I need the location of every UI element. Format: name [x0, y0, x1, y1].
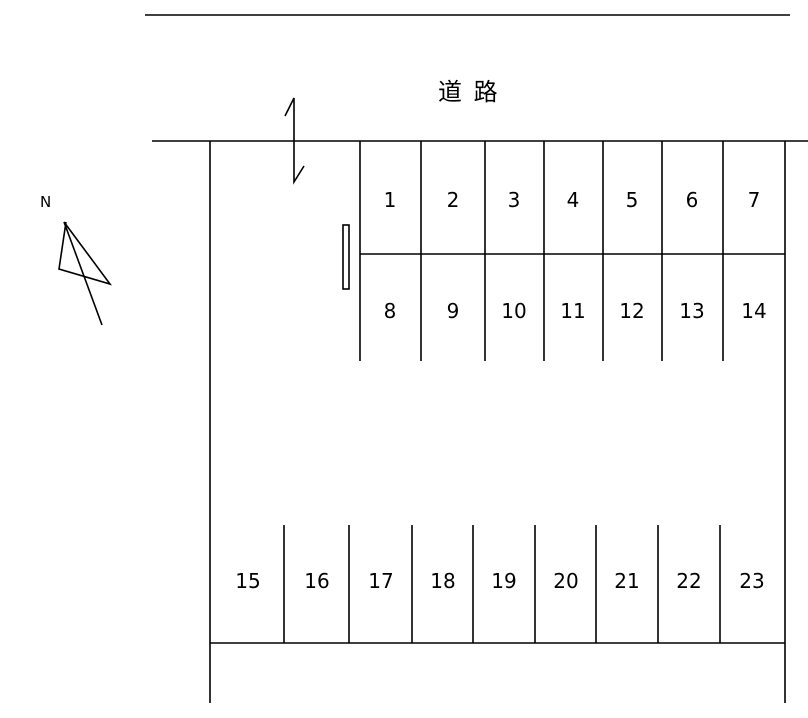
space-label: 17 [368, 569, 393, 593]
space-label: 9 [447, 299, 460, 323]
space-label: 4 [567, 188, 580, 212]
north-label: N [40, 193, 51, 211]
space-label: 16 [304, 569, 329, 593]
space-label: 18 [430, 569, 455, 593]
space-label: 10 [501, 299, 526, 323]
parking-block-top: 1 2 3 4 5 6 7 8 9 10 11 12 13 14 [359, 141, 785, 361]
space-label: 15 [235, 569, 260, 593]
road-label: 道 路 [438, 78, 500, 106]
space-label: 11 [560, 299, 585, 323]
space-label: 6 [686, 188, 699, 212]
parking-block-bottom: 15 16 17 18 19 20 21 22 23 [210, 525, 785, 644]
space-label: 13 [679, 299, 704, 323]
space-label: 5 [626, 188, 639, 212]
space-label: 22 [676, 569, 701, 593]
space-label: 21 [614, 569, 639, 593]
space-label: 23 [739, 569, 764, 593]
entrance-break-icon [284, 97, 305, 185]
north-arrow-icon [58, 221, 113, 326]
space-label: 12 [619, 299, 644, 323]
sign-post-icon [342, 224, 350, 290]
space-label: 2 [447, 188, 460, 212]
space-label: 20 [553, 569, 578, 593]
space-label: 14 [741, 299, 766, 323]
space-label: 8 [384, 299, 397, 323]
space-label: 1 [384, 188, 397, 212]
space-label: 7 [748, 188, 761, 212]
space-label: 19 [491, 569, 516, 593]
space-label: 3 [508, 188, 521, 212]
